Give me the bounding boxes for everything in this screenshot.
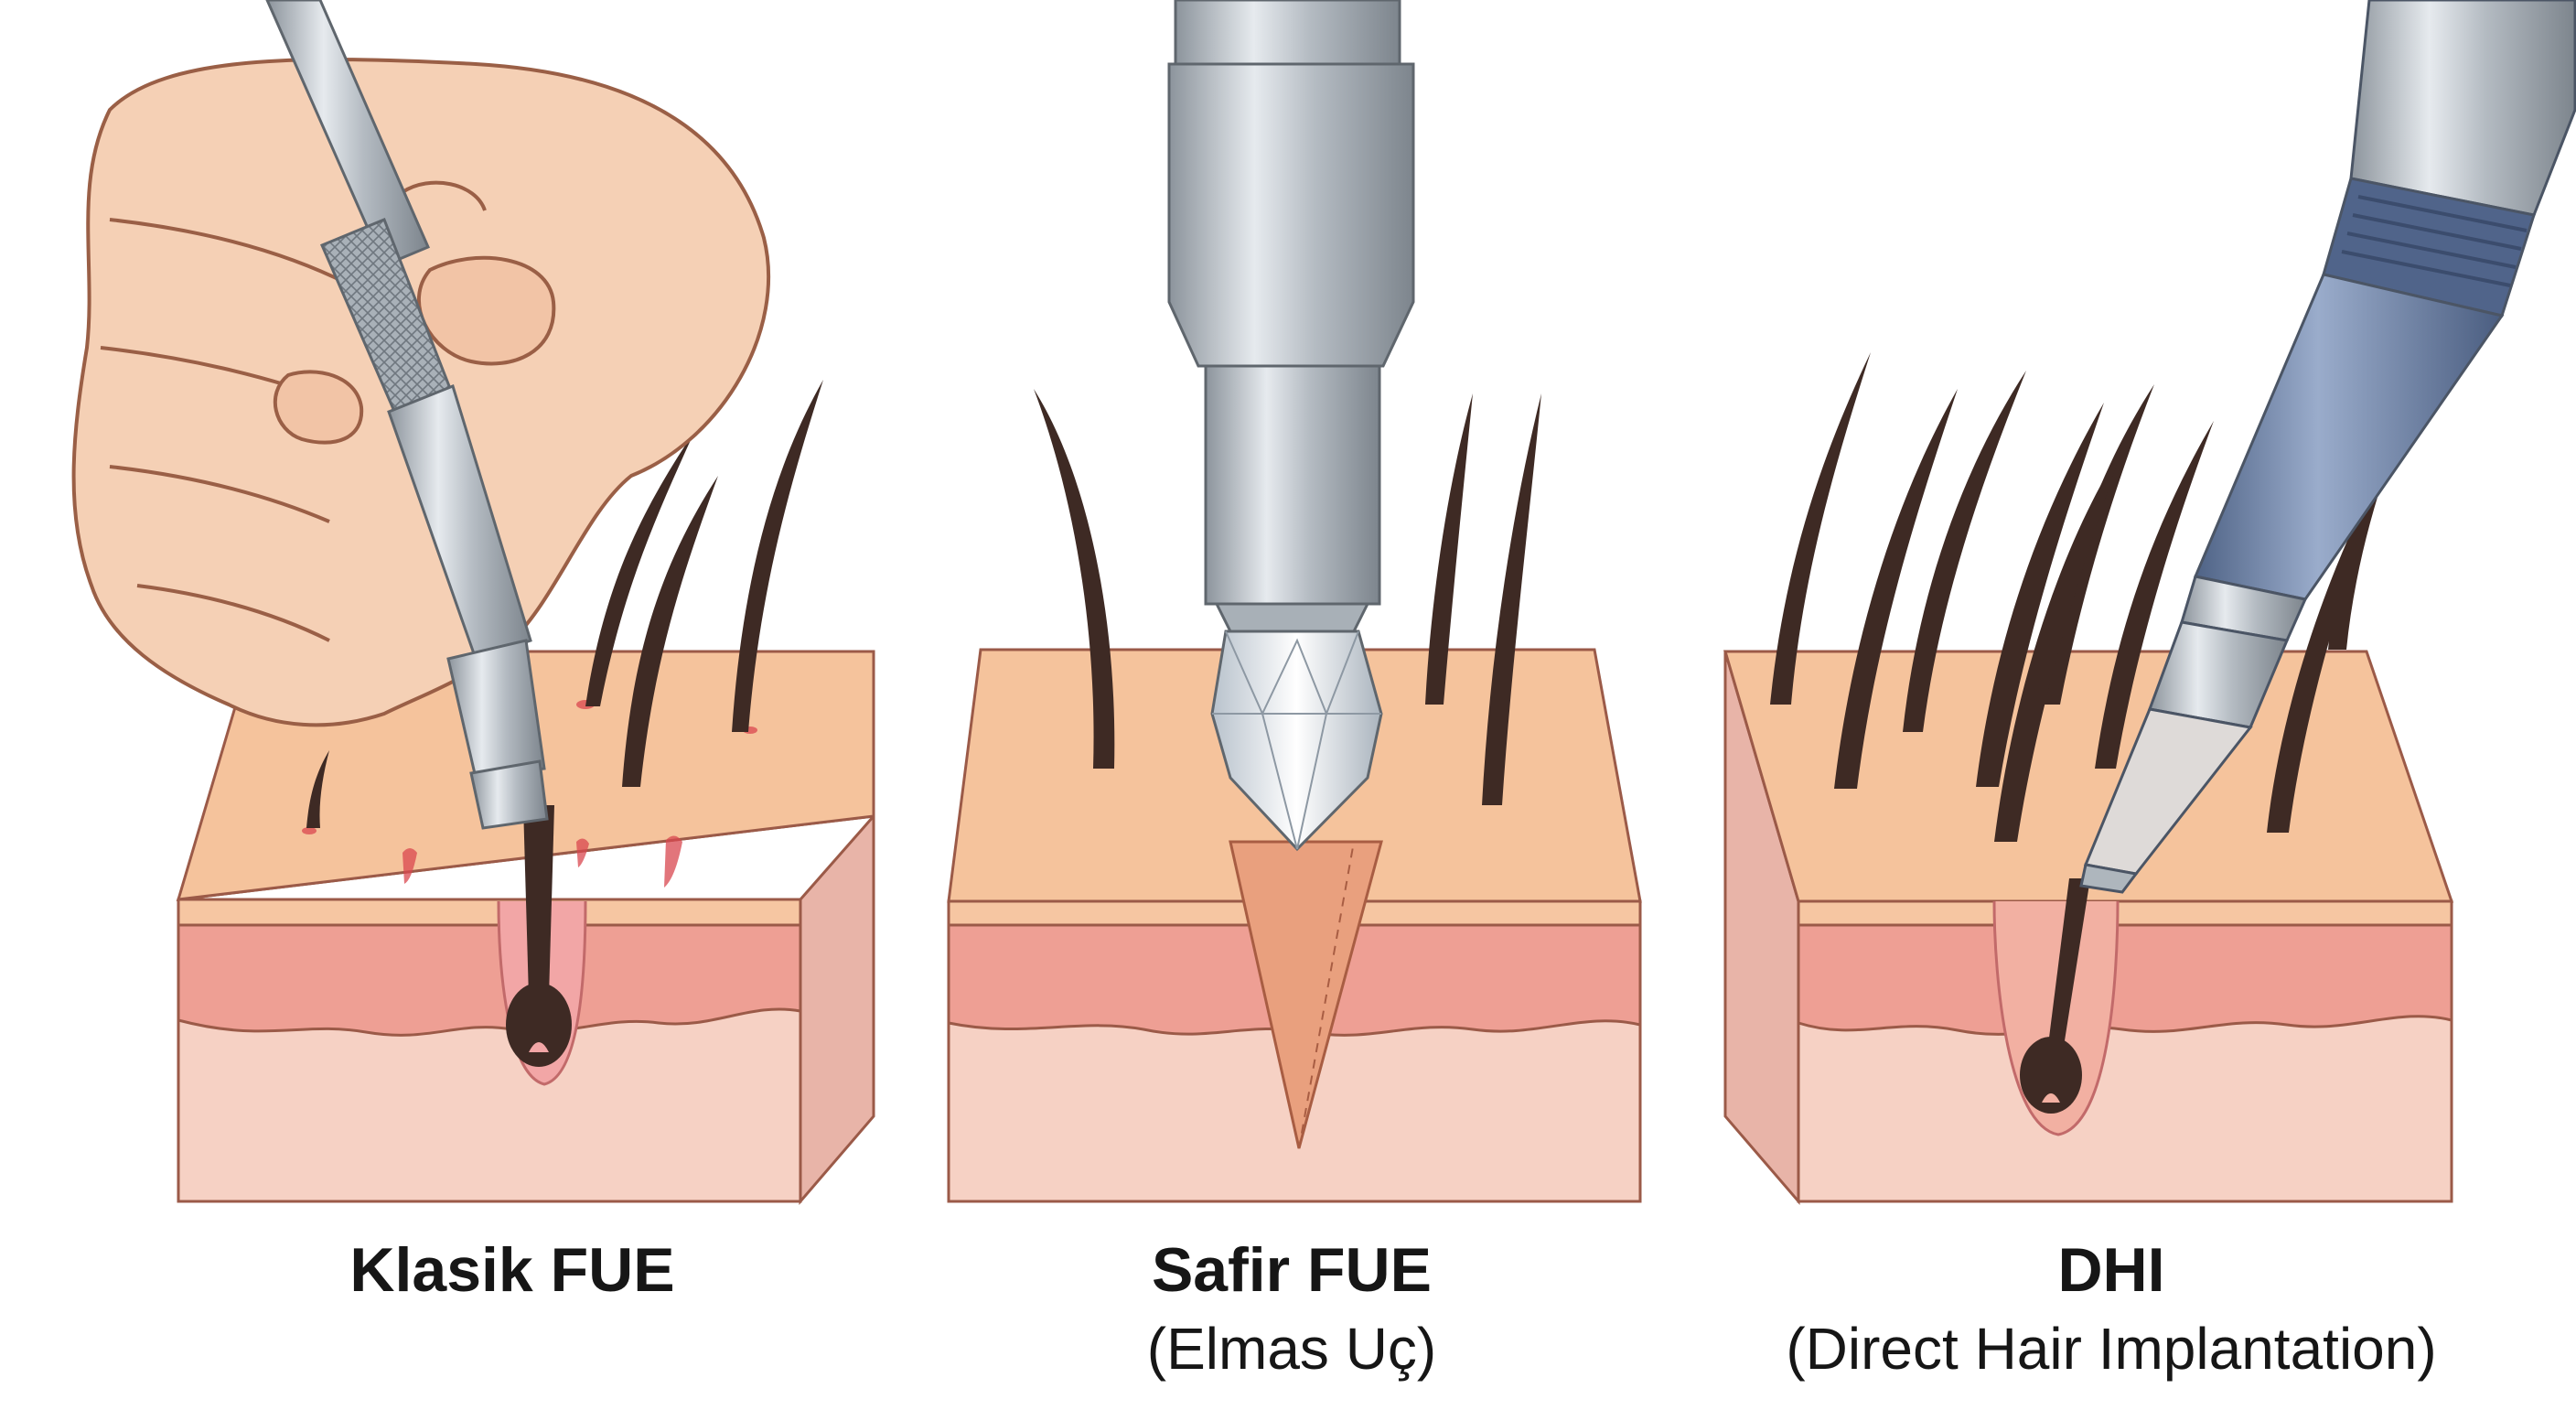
method-title: Klasik FUE — [349, 1235, 675, 1305]
dermis-layer — [177, 916, 802, 1037]
skin-right-face — [799, 813, 875, 1206]
subcutis-layer — [1797, 996, 2453, 1203]
method-subtitle: (Elmas Uç) — [1146, 1316, 1437, 1382]
epidermis-layer — [1797, 899, 2453, 927]
hair-strands-sapphire — [1034, 389, 1541, 805]
blood-marks — [302, 700, 757, 888]
method-title: DHI — [2057, 1235, 2165, 1305]
method-subtitle: (Direct Hair Implantation) — [1786, 1316, 2437, 1382]
panel-dhi — [1723, 0, 2576, 1206]
panel-sapphire-fue — [947, 0, 1642, 1203]
method-title: Safir FUE — [1151, 1235, 1433, 1305]
choi-implanter-pen-icon — [2079, 0, 2576, 894]
hair-follicle-icon — [506, 805, 572, 1067]
caption-classic-fue: Klasik FUE — [101, 1233, 924, 1307]
hair-strands-classic — [306, 380, 823, 828]
caption-sapphire-fue: Safir FUE (Elmas Uç) — [880, 1233, 1703, 1385]
punch-tool-icon — [265, 0, 549, 830]
epidermis-layer — [177, 898, 802, 927]
panel-classic-fue — [71, 0, 875, 1206]
dermis-layer — [1797, 916, 2453, 1036]
caption-dhi: DHI (Direct Hair Implantation) — [1700, 1233, 2523, 1385]
implanted-graft — [2020, 878, 2090, 1114]
sapphire-blade-icon — [1167, 0, 1415, 852]
